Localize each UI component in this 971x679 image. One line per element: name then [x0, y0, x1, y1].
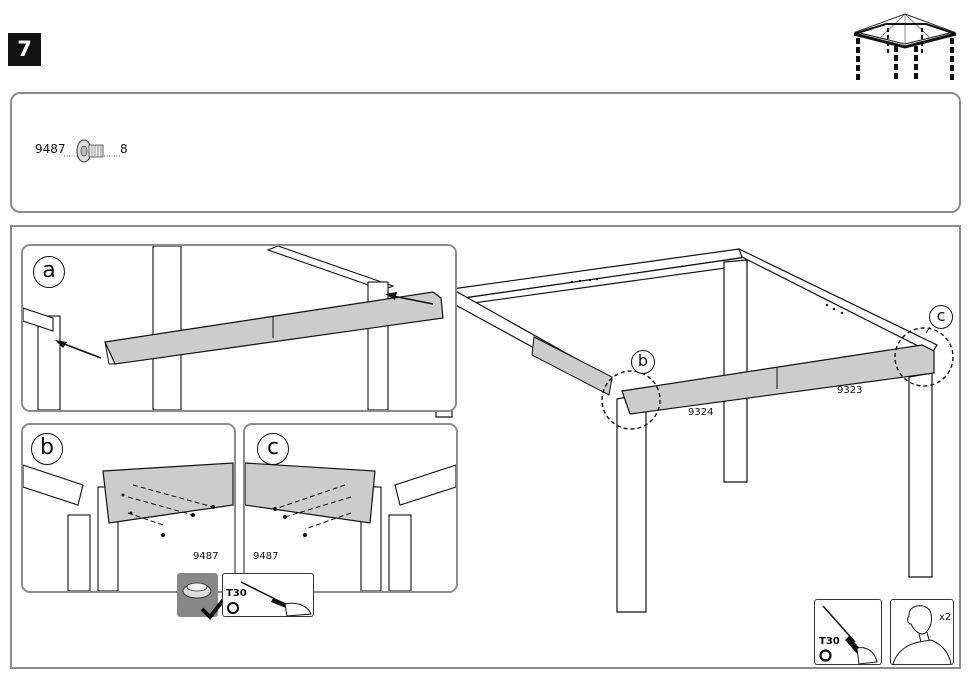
wrong-tool-icon	[177, 573, 218, 617]
screw-code-b: 9487	[193, 551, 219, 562]
check-icon	[200, 597, 226, 621]
detail-b-panel: b 9487	[21, 423, 236, 593]
bit-size-label: T30	[226, 588, 247, 599]
callout-b-main: b	[631, 350, 655, 374]
illustration-panel: b c 9324 9323 a	[10, 225, 961, 669]
parts-panel: 9487 8	[10, 92, 961, 213]
step-number: 7	[8, 33, 41, 66]
detail-a-panel: a	[21, 244, 457, 412]
callout-c-main: c	[929, 305, 953, 329]
person-icon	[892, 605, 952, 665]
screw-code-c: 9487	[253, 551, 279, 562]
persons-count: x2	[939, 612, 952, 623]
callout-c: c	[257, 433, 289, 465]
callout-b: b	[31, 433, 63, 465]
detail-c-drawing	[245, 462, 456, 591]
screwdriver-hint: T30	[222, 573, 314, 617]
torx-icon	[819, 649, 832, 662]
tool-required-box: T30	[814, 599, 882, 665]
screwdriver-icon	[240, 581, 312, 617]
callout-a: a	[33, 256, 65, 288]
torx-icon	[227, 602, 239, 614]
beam-label-9323: 9323	[837, 385, 863, 396]
bolt-icon	[64, 139, 120, 163]
detail-b-drawing	[23, 462, 234, 591]
bit-size-label: T30	[819, 636, 840, 647]
beam-label-9324: 9324	[688, 407, 714, 418]
persons-required-box: x2	[890, 599, 954, 665]
detail-a-drawing	[23, 246, 444, 410]
gazebo-overview-icon	[853, 13, 957, 82]
screwdriver-icon	[822, 605, 878, 665]
detail-c-panel: c 9487	[243, 423, 458, 593]
gazebo-frame-drawing	[435, 247, 954, 613]
part-quantity: 8	[120, 142, 128, 156]
part-code: 9487	[35, 142, 66, 156]
